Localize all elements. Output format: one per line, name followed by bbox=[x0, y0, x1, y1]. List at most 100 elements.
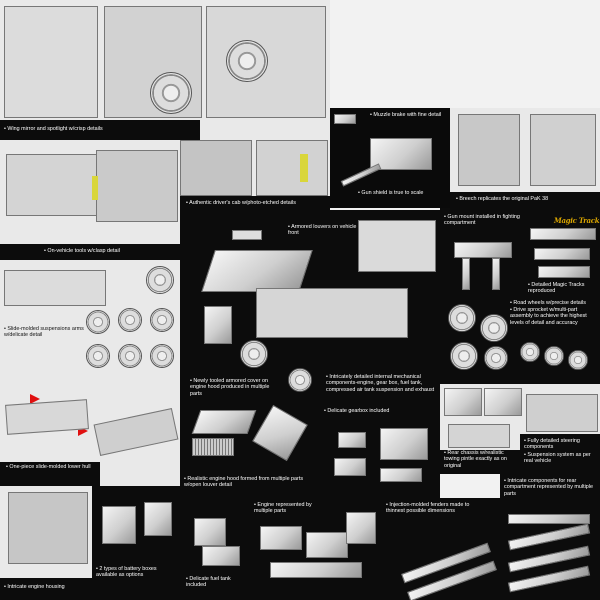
hood-part-1 bbox=[191, 410, 257, 434]
cab-panel: Authentic driver's cab w/photo-etched de… bbox=[180, 140, 330, 210]
caption-rear-compartment: Intricate components for rear compartmen… bbox=[504, 478, 598, 497]
gun-mount-panel: Gun mount installed in fighting compartm… bbox=[440, 208, 524, 296]
caption-tools: On-vehicle tools w/clasp detail bbox=[44, 248, 120, 254]
caption-suspension: Slide-molded suspensions arms w/delicate… bbox=[4, 326, 84, 339]
suspension-wheel-3 bbox=[118, 308, 142, 332]
suspension-wheel-5 bbox=[86, 344, 110, 368]
caption-lower-hull: One-piece slide-molded lower hull bbox=[6, 464, 96, 470]
caption-gearbox: Delicate gearbox included bbox=[324, 408, 389, 414]
engine-part-4 bbox=[270, 562, 362, 578]
suspension-wheel-2 bbox=[86, 310, 110, 334]
tools-render-2 bbox=[96, 150, 178, 222]
caption-internal: Intricately detailed internal mechanical… bbox=[326, 374, 438, 393]
hood-part-2 bbox=[252, 404, 308, 462]
caption-fuel-tank: Delicate fuel tank included bbox=[186, 576, 246, 589]
steering-wheel-render bbox=[150, 72, 192, 114]
road-wheel-render-3 bbox=[520, 342, 540, 362]
steering-wheel-render-2 bbox=[226, 40, 268, 82]
caption-battery: 2 types of battery boxes available as op… bbox=[96, 566, 178, 579]
engine-part-1 bbox=[260, 526, 302, 550]
front-wheel-render bbox=[240, 340, 268, 368]
steering-render-2 bbox=[484, 388, 522, 416]
sprocket-render-2 bbox=[480, 314, 508, 342]
caption-engine-housing: Intricate engine housing bbox=[4, 584, 64, 590]
caption-breech: Breech replicates the original PaK 38 bbox=[456, 196, 548, 202]
caption-wing-mirror: Wing mirror and spotlight w/crisp detail… bbox=[4, 126, 102, 132]
breech-render-1 bbox=[458, 114, 520, 186]
battery-panel: 2 types of battery boxes available as op… bbox=[92, 486, 180, 600]
caption-rear-chassis: Rear chassis w/realistic towing pintle e… bbox=[444, 450, 520, 469]
rear-compartment-panel: Intricate components for rear compartmen… bbox=[500, 474, 600, 600]
rear-chassis-render bbox=[448, 424, 510, 448]
steering-panel: Fully detailed steering components Suspe… bbox=[440, 384, 600, 474]
caption-cab: Authentic driver's cab w/photo-etched de… bbox=[186, 200, 296, 206]
battery-box-1 bbox=[102, 506, 136, 544]
caption-shield: Gun shield is true to scale bbox=[358, 190, 438, 196]
lower-hull-render bbox=[5, 399, 89, 435]
steering-render-1 bbox=[444, 388, 482, 416]
steering-render-3 bbox=[526, 394, 598, 432]
fuel-tank-render bbox=[194, 518, 226, 546]
red-arrow-1 bbox=[30, 394, 40, 404]
rear-part-2 bbox=[507, 523, 591, 551]
caption-fenders: Injection-molded fenders made to thinnes… bbox=[386, 502, 486, 515]
gun-barrel-render bbox=[340, 163, 382, 187]
red-arrow-2 bbox=[78, 426, 88, 436]
caption-steering: Fully detailed steering components bbox=[524, 438, 598, 451]
muzzle-brake-render bbox=[334, 114, 356, 124]
engine-housing-render bbox=[8, 492, 88, 564]
gun-mount-render bbox=[454, 242, 512, 258]
gun-shield-render bbox=[370, 138, 432, 170]
hood-panel: Realistic engine hood formed from multip… bbox=[180, 402, 320, 498]
lower-hull-render-2 bbox=[93, 408, 179, 456]
caption-tracks: Detailed Magic Tracks reproduced bbox=[528, 282, 600, 295]
road-wheels-panel: Road wheels w/precise details Drive spro… bbox=[440, 296, 600, 384]
gearbox-part-2 bbox=[334, 458, 366, 476]
track-links-render-2 bbox=[534, 248, 590, 260]
breech-render-2 bbox=[530, 114, 596, 186]
tracks-panel: Magic Track Detailed Magic Tracks reprod… bbox=[524, 208, 600, 296]
suspension-wheel-1 bbox=[146, 266, 174, 294]
louver-grill-render bbox=[192, 438, 234, 456]
louver-detail-render bbox=[358, 220, 436, 272]
breech-panel: Breech replicates the original PaK 38 bbox=[450, 108, 600, 208]
armored-cover-render bbox=[201, 250, 313, 292]
engine-parts-panel: Engine represented by multiple parts bbox=[250, 498, 380, 600]
gearbox-panel: Delicate gearbox included bbox=[320, 402, 440, 498]
cab-interior-render bbox=[180, 140, 252, 196]
caption-hood: Realistic engine hood formed from multip… bbox=[184, 476, 316, 489]
cab-interior-render-2 bbox=[256, 140, 328, 196]
caption-susp-system: Suspension system as per real vehicle bbox=[524, 452, 598, 465]
suspension-wheel-7 bbox=[150, 344, 174, 368]
caption-gun-mount: Gun mount installed in fighting compartm… bbox=[444, 214, 522, 227]
magic-track-logo: Magic Track bbox=[554, 216, 600, 225]
rear-part-1 bbox=[508, 514, 590, 524]
fuel-tank-panel: Delicate fuel tank included bbox=[180, 498, 250, 600]
road-wheel-render-2 bbox=[484, 346, 508, 370]
engine-housing-panel: Intricate engine housing bbox=[0, 486, 92, 600]
tools-panel: On-vehicle tools w/clasp detail bbox=[0, 140, 180, 260]
sprocket-render bbox=[448, 304, 476, 332]
muzzle-panel: Muzzle brake with fine detail Gun shield… bbox=[330, 108, 450, 208]
track-links-render-3 bbox=[538, 266, 590, 278]
suspension-wheel-4 bbox=[150, 308, 174, 332]
caption-louvers: Armored louvers on vehicle front bbox=[288, 224, 358, 237]
road-wheel-render-5 bbox=[568, 350, 588, 370]
caption-armored-cover: Newly tooled armored cover on engine hoo… bbox=[190, 378, 280, 397]
caption-sprocket: Drive sprocket w/multi-part assembly to … bbox=[510, 307, 598, 326]
photo-etch-highlight bbox=[92, 176, 98, 200]
front-wheel-render-2 bbox=[288, 368, 312, 392]
road-wheel-render-1 bbox=[450, 342, 478, 370]
lower-hull-panel: One-piece slide-molded lower hull bbox=[0, 380, 180, 486]
caption-road-wheels: Road wheels w/precise details bbox=[510, 300, 598, 306]
caption-muzzle: Muzzle brake with fine detail bbox=[370, 112, 448, 118]
engine-part-3 bbox=[346, 512, 376, 544]
cover-parts-render bbox=[204, 306, 232, 344]
road-wheel-render-4 bbox=[544, 346, 564, 366]
gearbox-part-3 bbox=[380, 468, 422, 482]
gun-mount-leg-2 bbox=[492, 258, 500, 290]
tools-render-1 bbox=[6, 154, 98, 216]
suspension-hull-render bbox=[4, 270, 106, 306]
halftrack-body-render bbox=[256, 288, 408, 338]
fuel-tank-render-2 bbox=[202, 546, 240, 566]
